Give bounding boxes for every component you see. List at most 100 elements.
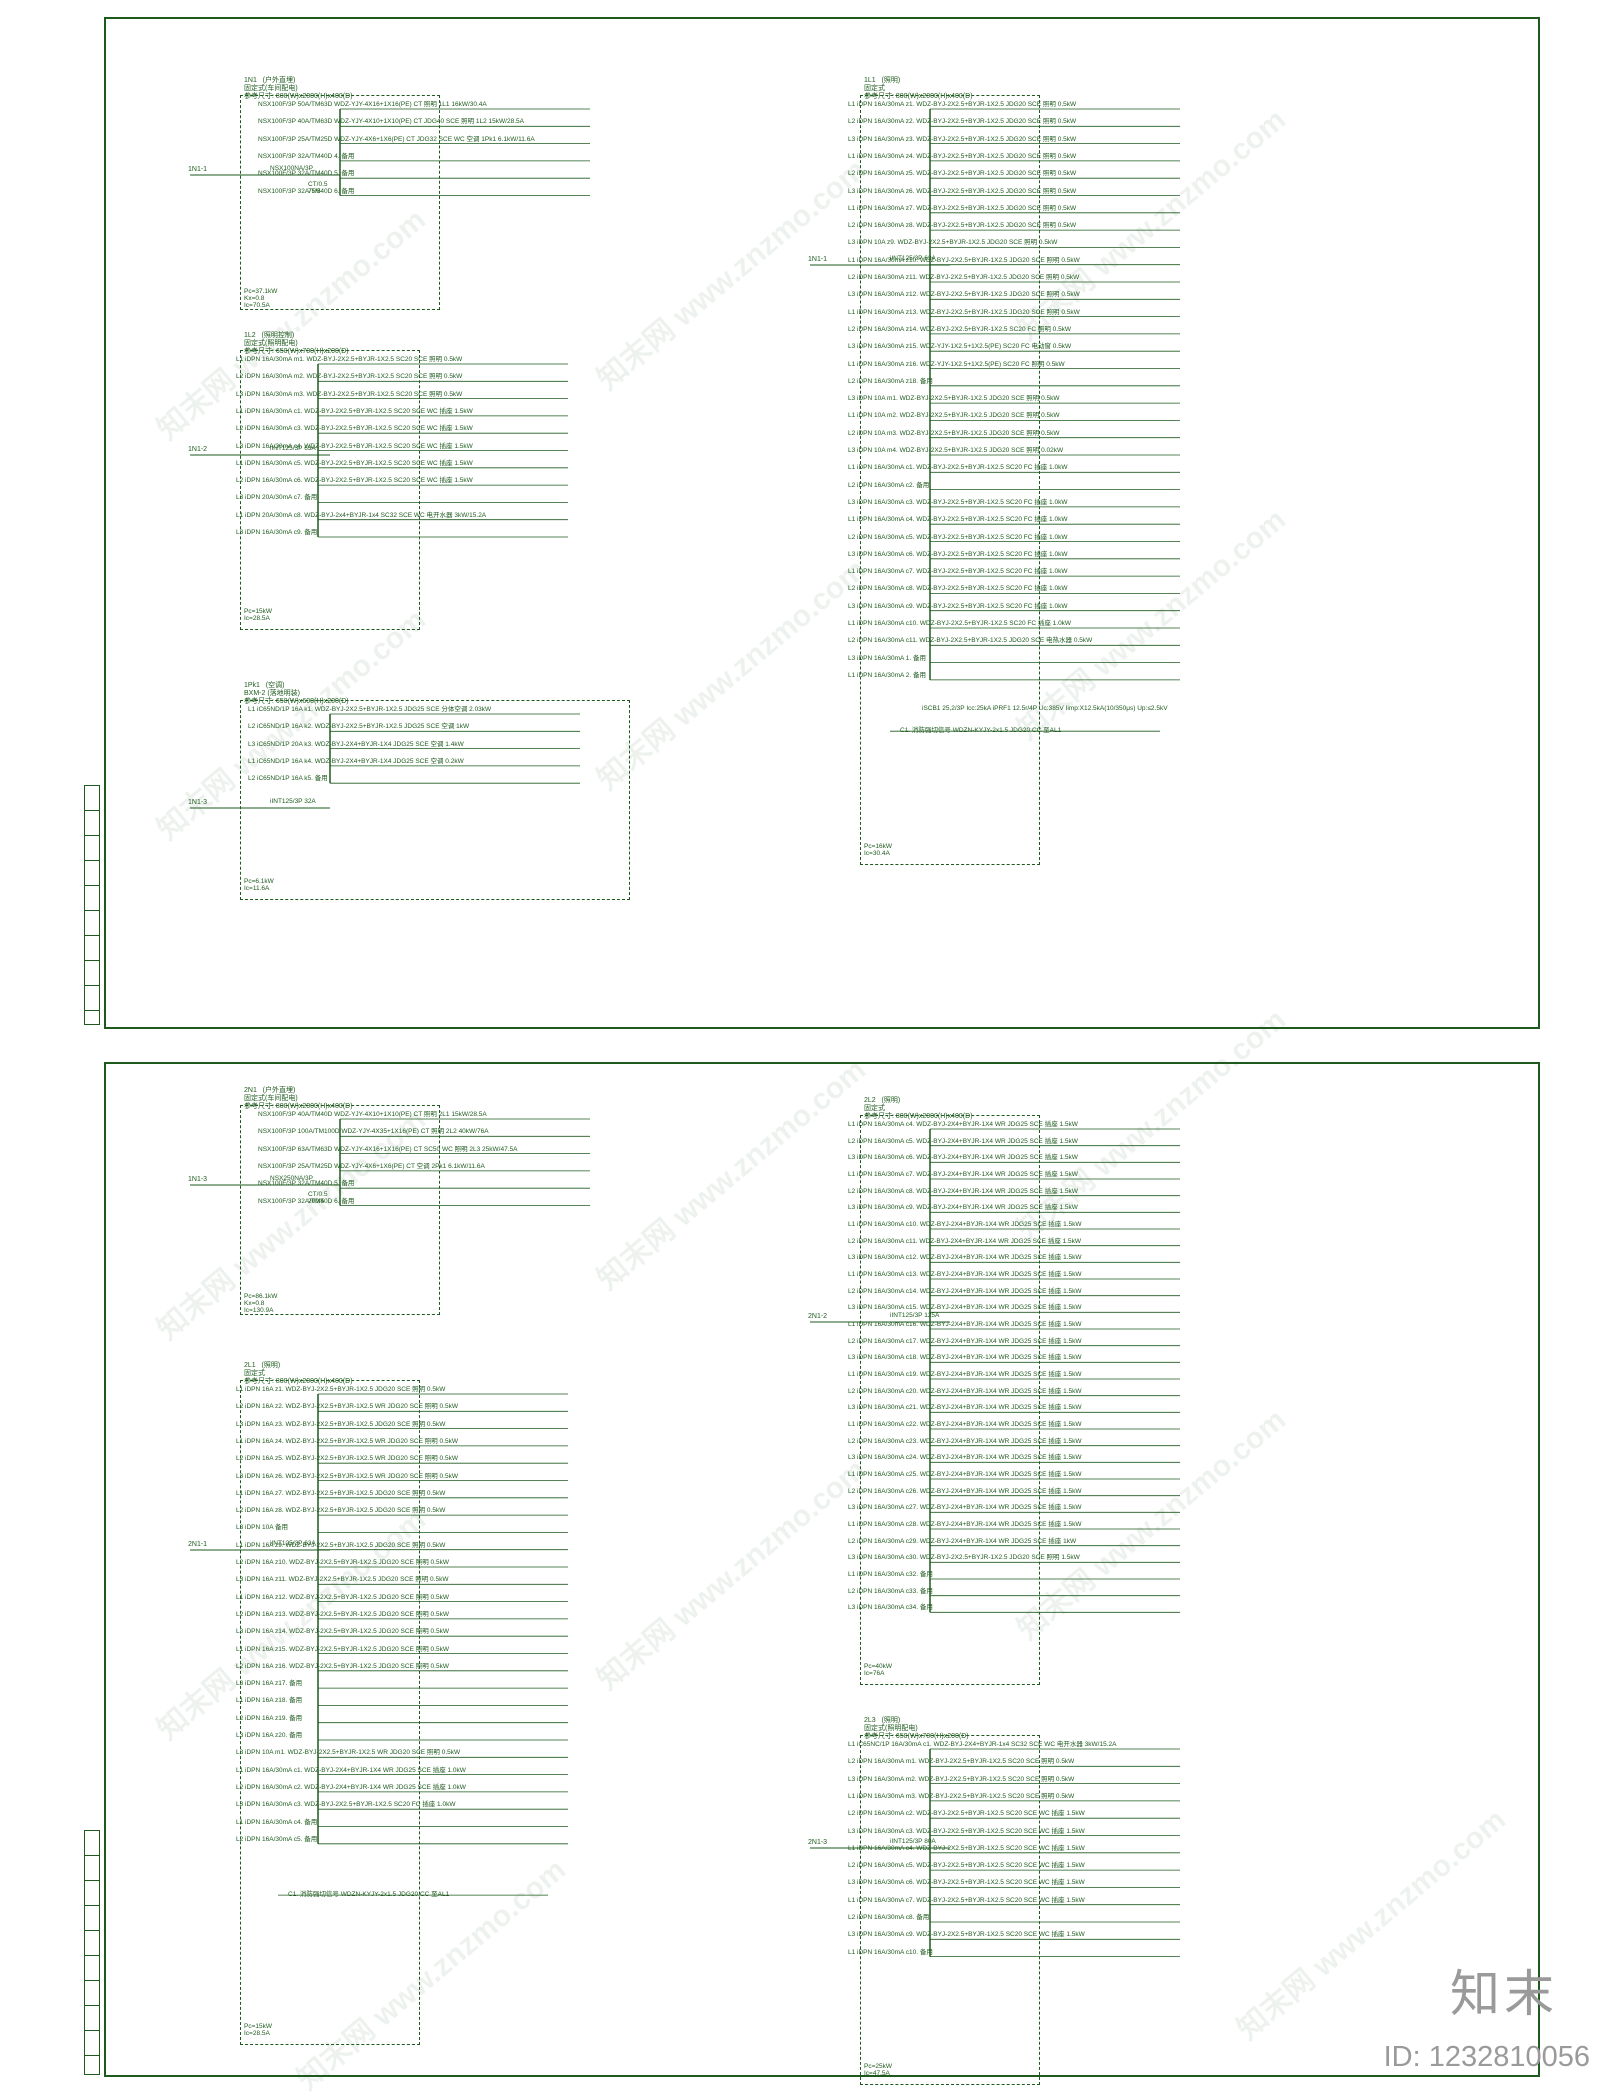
- branch-label: L1 iDPN 16A/30mA m1. WDZ-BYJ-2X2.5+BYJR-…: [236, 356, 463, 363]
- branch-label: L1 iDPN 16A/30mA c4. 备用: [236, 1818, 318, 1826]
- panel-1n1: [240, 95, 440, 310]
- branch-label: NSX100F/3P 32A/TM40D 5. 备用: [258, 1180, 355, 1188]
- branch-label: L2 iDPN 16A/30mA c20. WDZ-BYJ-2X4+BYJR-1…: [848, 1387, 1082, 1395]
- branch-label: L2 iDPN 16A/30mA c14. WDZ-BYJ-2X4+BYJR-1…: [848, 1287, 1082, 1295]
- branch-label: L2 iDPN 16A/30mA c5. WDZ-BYJ-2X4+BYJR-1X…: [848, 1137, 1078, 1145]
- branch-label: L1 iDPN 16A z9. WDZ-BYJ-2X2.5+BYJR-1X2.5…: [236, 1541, 446, 1549]
- panel-title: 1L1 (照明) 固定式 参考尺寸: 800(W)x2000(H)x400(D): [864, 77, 973, 100]
- branch-label: L1 iDPN 16A/30mA c25. WDZ-BYJ-2X4+BYJR-1…: [848, 1471, 1082, 1478]
- panel-title: 1L2 (照明控制) 固定式(照明配电) 参考尺寸: 650(W)x700(H)…: [244, 332, 349, 355]
- branch-label: L2 iDPN 16A/30mA c8. WDZ-BYJ-2X2.5+BYJR-…: [848, 585, 1068, 593]
- branch-label: L3 iDPN 16A/30mA c9. 备用: [236, 529, 318, 536]
- branch-label: L3 iDPN 16A/30mA c4. WDZ-BYJ-2X2.5+BYJR-…: [236, 442, 473, 450]
- branch-label: L2 iDPN 16A/30mA z11. WDZ-BYJ-2X2.5+BYJR…: [848, 274, 1080, 281]
- panel-2l3: [860, 1735, 1040, 2085]
- branch-label: L2 iDPN 16A/30mA m2. WDZ-BYJ-2X2.5+BYJR-…: [236, 373, 463, 381]
- branch-label: L1 iC65ND/1P 16A k1. WDZ-BYJ-2X2.5+BYJR-…: [248, 706, 492, 713]
- branch-label: L1 iDPN 16A/30mA c1. WDZ-BYJ-2X2.5+BYJR-…: [848, 464, 1068, 472]
- branch-label: L2 iDPN 16A/30mA z5. WDZ-BYJ-2X2.5+BYJR-…: [848, 170, 1077, 178]
- branch-label: L2 iDPN 16A/30mA c26. WDZ-BYJ-2X4+BYJR-1…: [848, 1487, 1082, 1495]
- panel-1l1: [860, 95, 1040, 865]
- title-block-bottom: [84, 1830, 100, 2075]
- branch-label: L3 iDPN 16A z6. WDZ-BYJ-2X2.5+BYJR-1X2.5…: [236, 1472, 458, 1480]
- branch-label: L2 iDPN 16A/30mA c17. WDZ-BYJ-2X4+BYJR-1…: [848, 1337, 1082, 1345]
- branch-label: L3 iDPN 10A m1. WDZ-BYJ-2X2.5+BYJR-1X2.5…: [236, 1749, 461, 1757]
- branch-label: L3 iDPN 20A/30mA c7. 备用: [236, 494, 318, 502]
- feeder-label: 2N1-3: [808, 1839, 828, 1846]
- ct-label: CT/0.5 200/5: [308, 1191, 328, 1205]
- main-breaker-label: NSX250NA/3P: [270, 1175, 313, 1182]
- main-breaker-label: iINT125/3P 63A: [270, 445, 316, 452]
- panel-title: 2N1 (户外直埋) 固定式(车间配电) 参考尺寸: 800(W)x2000(H…: [244, 1087, 353, 1110]
- branch-label: L3 iDPN 10A m4. WDZ-BYJ-2X2.5+BYJR-1X2.5…: [848, 447, 1064, 454]
- brand-logo: 知末: [1450, 1966, 1558, 2022]
- branch-label: L3 iDPN 16A/30mA z12. WDZ-BYJ-2X2.5+BYJR…: [848, 291, 1080, 299]
- panel-totals: Pc=15kW Ic=28.5A: [244, 2023, 272, 2037]
- branch-label: L1 iDPN 16A z7. WDZ-BYJ-2X2.5+BYJR-1X2.5…: [236, 1489, 446, 1497]
- branch-label: L3 iDPN 16A/30mA c3. WDZ-BYJ-2X2.5+BYJR-…: [236, 1801, 456, 1809]
- branch-label: L2 iDPN 16A/30mA c3. WDZ-BYJ-2X2.5+BYJR-…: [236, 425, 473, 433]
- panel-totals: Pc=37.1kW Kx=0.8 Ic=70.5A: [244, 288, 278, 309]
- branch-label: L1 iDPN 16A/30mA z13. WDZ-BYJ-2X2.5+BYJR…: [848, 308, 1080, 316]
- branch-label: L2 iDPN 16A z5. WDZ-BYJ-2X2.5+BYJR-1X2.5…: [236, 1455, 458, 1463]
- branch-label: L2 iDPN 16A/30mA c11. WDZ-BYJ-2X2.5+BYJR…: [848, 637, 1093, 645]
- branch-label: NSX100F/3P 32A/TM40D 4. 备用: [258, 152, 355, 160]
- branch-label: L2 iDPN 16A/30mA c8. WDZ-BYJ-2X4+BYJR-1X…: [848, 1187, 1078, 1195]
- branch-label: L1 iDPN 16A/30mA c4. WDZ-BYJ-2X2.5+BYJR-…: [848, 516, 1068, 524]
- branch-label: L1 iDPN 16A/30mA c7. WDZ-BYJ-2X4+BYJR-1X…: [848, 1171, 1078, 1178]
- branch-label: L2 iDPN 16A/30mA c5. WDZ-BYJ-2X2.5+BYJR-…: [848, 1862, 1085, 1870]
- branch-label: L3 iDPN 16A/30mA z6. WDZ-BYJ-2X2.5+BYJR-…: [848, 187, 1077, 195]
- image-id: ID: 1232810056: [1383, 2041, 1590, 2073]
- ct-label: CT/0.5 75/5: [308, 181, 328, 195]
- branch-label: L1 iDPN 16A/30mA m3. WDZ-BYJ-2X2.5+BYJR-…: [848, 1792, 1075, 1800]
- branch-label: L2 iDPN 16A z16. WDZ-BYJ-2X2.5+BYJR-1X2.…: [236, 1662, 449, 1670]
- branch-label: L2 iDPN 16A/30mA c11. WDZ-BYJ-2X4+BYJR-1…: [848, 1237, 1082, 1245]
- branch-label: L2 iDPN 16A/30mA z18. 备用: [848, 377, 933, 385]
- branch-label: L2 iDPN 16A/30mA c5. WDZ-BYJ-2X2.5+BYJR-…: [848, 533, 1068, 541]
- panel-totals: Pc=16kW Ic=30.4A: [864, 843, 892, 857]
- branch-label: L1 iDPN 16A/30mA c10. WDZ-BYJ-2X4+BYJR-1…: [848, 1221, 1082, 1228]
- branch-label: L3 iDPN 16A/30mA z15. WDZ-YJY-1X2.5+1X2.…: [848, 343, 1072, 351]
- main-breaker-label: iINT125/3P 125A: [890, 1312, 940, 1319]
- branch-label: L1 iDPN 16A/30mA c32. 备用: [848, 1571, 933, 1578]
- panel-2l1: [240, 1380, 420, 2045]
- panel-title: 2L3 (照明) 固定式(照明配电) 参考尺寸: 650(W)x700(H)x2…: [864, 1717, 969, 1740]
- branch-label: NSX100F/3P 25A/TM25D WDZ-YJY-4X6+1X6(PE)…: [258, 1162, 485, 1170]
- feeder-label: 1N1-3: [188, 799, 208, 806]
- branch-label: L3 iDPN 10A m1. WDZ-BYJ-2X2.5+BYJR-1X2.5…: [848, 395, 1060, 403]
- branch-label: L3 iDPN 16A z17. 备用: [236, 1680, 303, 1688]
- surge-protector-label: iSCB1 25,2/3P Icc:25kA iPRF1 12.5r/4P Uc…: [922, 705, 1168, 713]
- branch-label: L3 iDPN 16A z3. WDZ-BYJ-2X2.5+BYJR-1X2.5…: [236, 1420, 446, 1428]
- branch-label: NSX100F/3P 50A/TM63D WDZ-YJY-4X16+1X16(P…: [258, 101, 487, 108]
- branch-label: L3 iDPN 16A/30mA c15. WDZ-BYJ-2X4+BYJR-1…: [848, 1304, 1082, 1312]
- branch-label: L1 iDPN 16A/30mA c7. WDZ-BYJ-2X2.5+BYJR-…: [848, 568, 1068, 576]
- branch-label: L2 iDPN 16A/30mA c29. WDZ-BYJ-2X4+BYJR-1…: [848, 1537, 1077, 1545]
- panel-title: 1Pk1 (空调) BXM-2 (落地明装) 参考尺寸: 650(W)x600(…: [244, 682, 349, 705]
- main-breaker-label: iINT125/3P 63A: [890, 255, 936, 262]
- branch-label: L3 iDPN 16A/30mA c9. WDZ-BYJ-2X2.5+BYJR-…: [848, 1931, 1085, 1939]
- drawing-sheet-top: [104, 17, 1540, 1029]
- branch-label: L3 iDPN 16A z11. WDZ-BYJ-2X2.5+BYJR-1X2.…: [236, 1576, 449, 1584]
- branch-label: L1 iDPN 16A/30mA c1. WDZ-BYJ-2X4+BYJR-1X…: [236, 1766, 466, 1774]
- drawing-sheet-bottom: [104, 1062, 1540, 2077]
- branch-label: L2 iDPN 16A/30mA c5. 备用: [236, 1835, 318, 1843]
- branch-label: L1 iDPN 16A z12. WDZ-BYJ-2X2.5+BYJR-1X2.…: [236, 1593, 449, 1601]
- branch-label: L3 iDPN 16A z20. 备用: [236, 1732, 303, 1739]
- branch-label: L3 iDPN 16A/30mA c6. WDZ-BYJ-2X4+BYJR-1X…: [848, 1154, 1078, 1162]
- branch-label: L1 iDPN 16A/30mA c1. WDZ-BYJ-2X2.5+BYJR-…: [236, 407, 473, 415]
- branch-label: NSX100F/3P 100A/TM100D WDZ-YJY-4X35+1X16…: [258, 1128, 489, 1136]
- branch-label: L3 iDPN 16A/30mA z3. WDZ-BYJ-2X2.5+BYJR-…: [848, 135, 1077, 143]
- branch-label: NSX100F/3P 40A/TM63D WDZ-YJY-4X10+1X10(P…: [258, 118, 524, 126]
- branch-label: L3 iDPN 16A/30mA c3. WDZ-BYJ-2X2.5+BYJR-…: [848, 498, 1068, 506]
- branch-label: L1 iDPN 16A/30mA c28. WDZ-BYJ-2X4+BYJR-1…: [848, 1521, 1082, 1528]
- branch-label: L2 iDPN 16A z10. WDZ-BYJ-2X2.5+BYJR-1X2.…: [236, 1559, 449, 1566]
- branch-label: L3 iDPN 16A/30mA c27. WDZ-BYJ-2X4+BYJR-1…: [848, 1504, 1082, 1512]
- panel-totals: Pc=86.1kW Kx=0.8 Ic=130.9A: [244, 1293, 278, 1314]
- branch-label: L1 iC65ND/1P 16A k4. WDZ-BYJ-2X4+BYJR-1X…: [248, 757, 464, 765]
- branch-label: L3 iDPN 10A 备用: [236, 1524, 289, 1532]
- branch-label: L3 iDPN 16A/30mA c18. WDZ-BYJ-2X4+BYJR-1…: [848, 1354, 1082, 1362]
- branch-label: L1 iDPN 16A z1. WDZ-BYJ-2X2.5+BYJR-1X2.5…: [236, 1386, 446, 1393]
- branch-label: L2 iDPN 16A/30mA c8. 备用: [848, 1914, 930, 1921]
- branch-label: L2 iDPN 16A/30mA c23. WDZ-BYJ-2X4+BYJR-1…: [848, 1437, 1082, 1445]
